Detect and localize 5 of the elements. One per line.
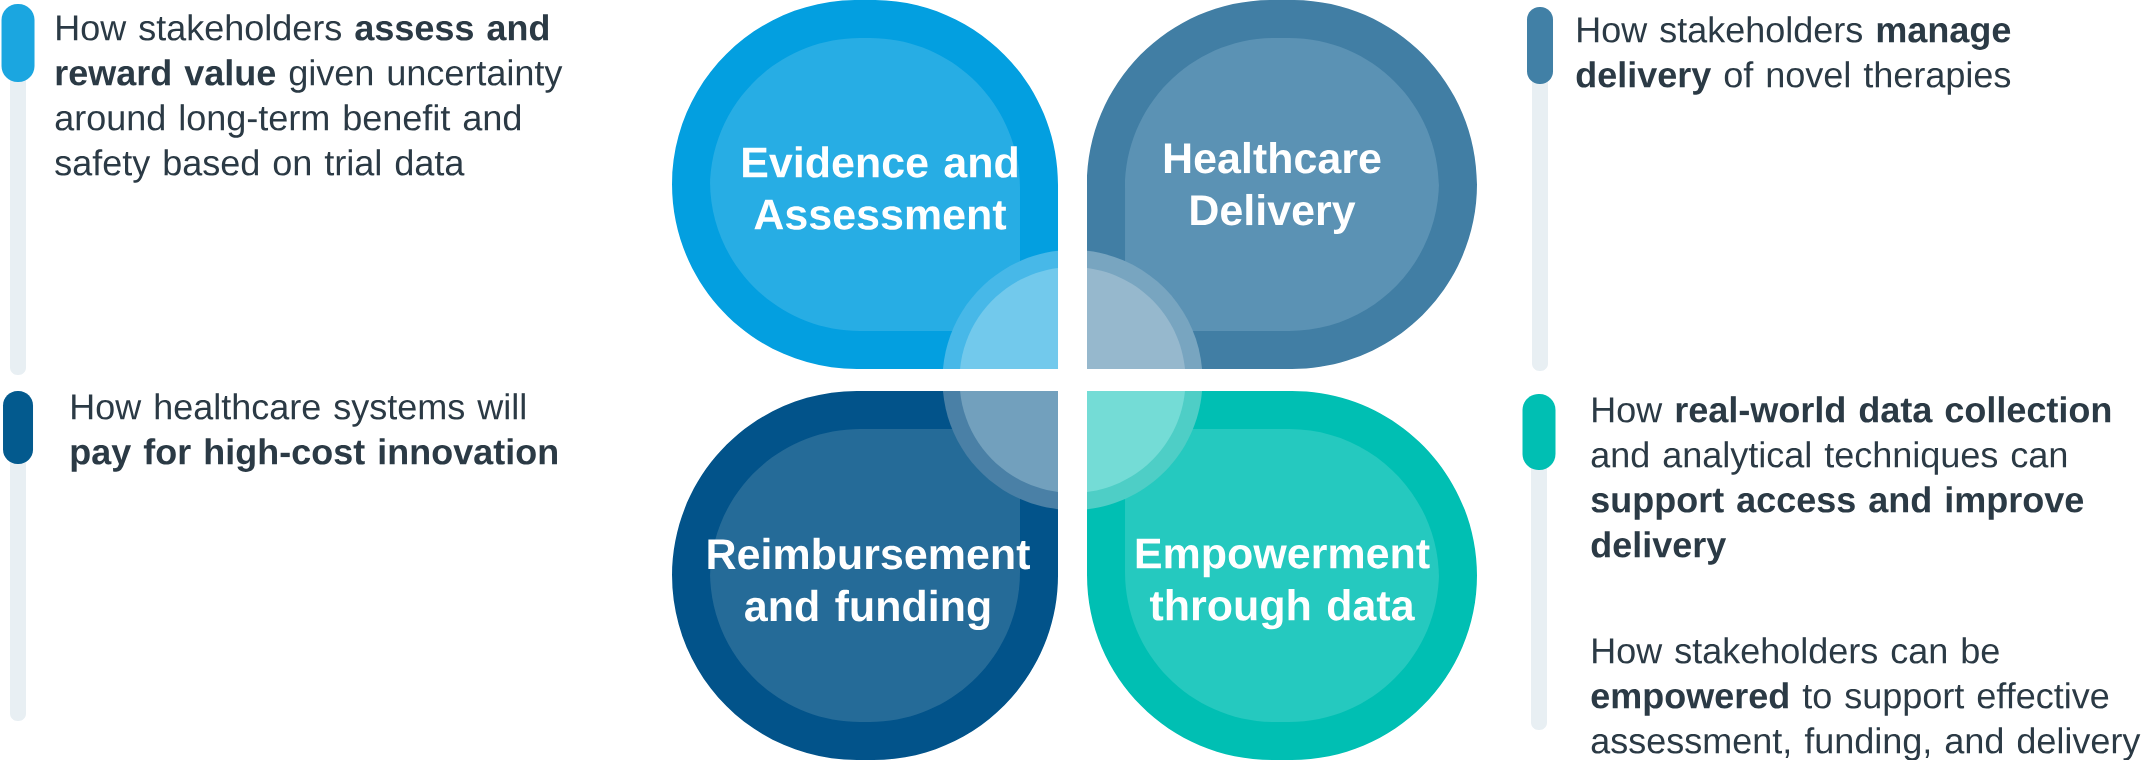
description-text: How healthcare systems will pay for high-cost innovation — [71, 393, 557, 472]
description-text: How real-world data collection and analytical techniques can support access and improve delivery — [1591, 396, 2111, 565]
description-text: How stakeholders can be empowered to support effective assessment, funding, and delivery — [1591, 637, 2141, 760]
description-text: How stakeholders assess and reward value given uncertainty around long-term benefit and safety based on trial data — [55, 14, 563, 183]
description-text: How stakeholders manage delivery of novel therapies — [1576, 16, 2011, 95]
